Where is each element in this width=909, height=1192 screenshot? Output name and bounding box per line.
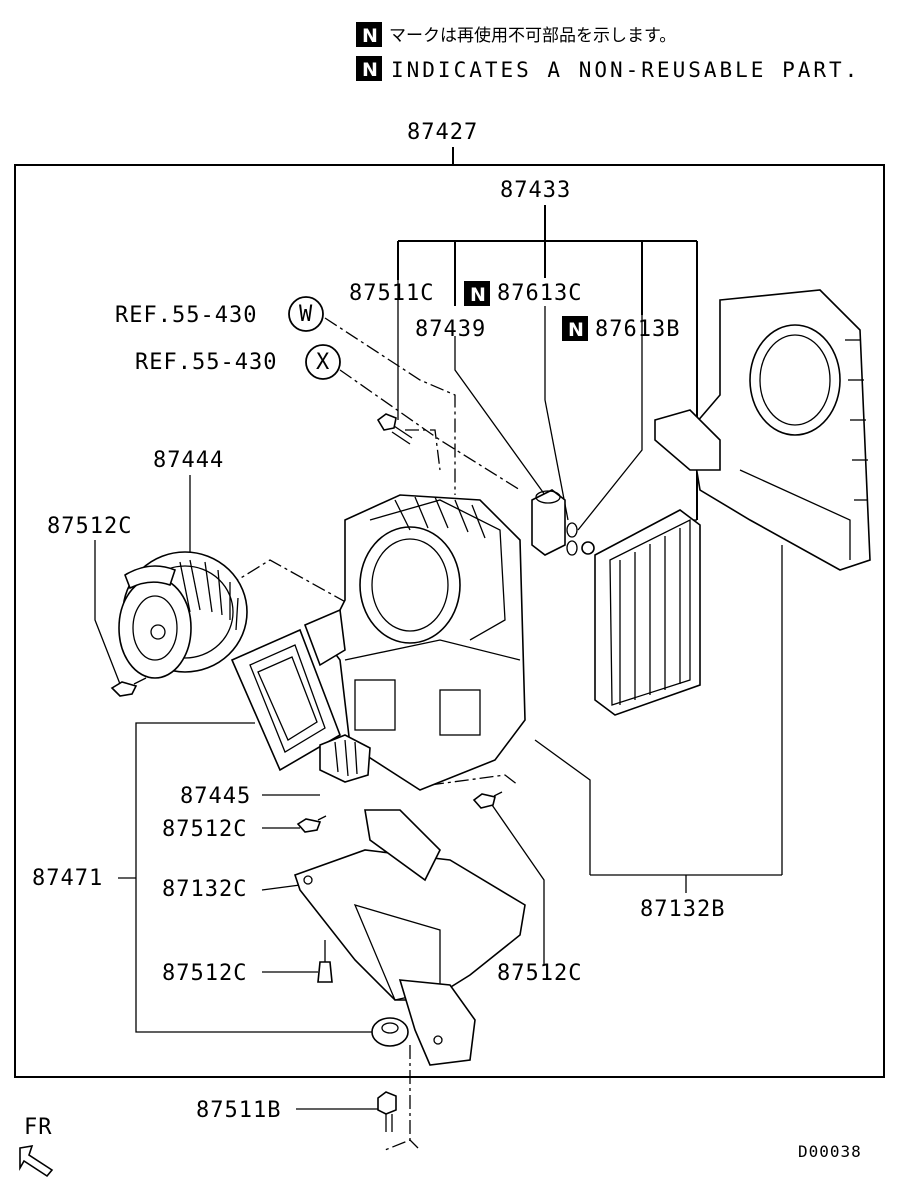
label-ref-w: REF.55-430 <box>115 303 257 328</box>
n-badge-87613c <box>464 281 490 306</box>
label-87445: 87445 <box>180 784 251 809</box>
screw-right <box>472 791 503 809</box>
label-87613c: 87613C <box>497 281 582 306</box>
label-87512c-motor: 87512C <box>47 514 132 539</box>
lower-case <box>293 809 526 1066</box>
ref-w-circle <box>288 296 324 332</box>
n-badge-87613b <box>562 316 588 341</box>
label-87439: 87439 <box>415 317 486 342</box>
o-rings <box>566 522 578 556</box>
label-87433: 87433 <box>500 178 571 203</box>
diagram-code: D00038 <box>798 1142 862 1161</box>
label-87427: 87427 <box>407 120 478 145</box>
label-87132b: 87132B <box>640 897 725 922</box>
air-filter <box>230 628 341 772</box>
evaporator <box>581 509 701 716</box>
label-87512c-resistor: 87512C <box>162 817 247 842</box>
blower-motor <box>118 551 248 679</box>
screw-motor <box>110 677 147 697</box>
assembly-frame <box>14 164 885 1078</box>
note-japanese: マークは再使用不可部品を示します。 <box>389 25 676 46</box>
n-badge-87613c-letter: N <box>470 284 486 306</box>
ref-x-circle <box>305 344 341 380</box>
ref-w-letter: W <box>299 302 313 327</box>
n-badge-jp <box>356 22 382 47</box>
upper-case <box>654 289 871 571</box>
label-87511c: 87511C <box>349 281 434 306</box>
non-reusable-note: N マークは再使用不可部品を示します。 N INDICATES A NON-RE… <box>356 22 860 82</box>
n-badge-jp-letter: N <box>362 25 378 47</box>
label-87512c-lower: 87512C <box>162 961 247 986</box>
fr-label: FR <box>24 1115 53 1140</box>
label-87132c: 87132C <box>162 877 247 902</box>
label-87511b: 87511B <box>196 1098 281 1123</box>
bolt-87511c <box>376 413 413 445</box>
label-87471: 87471 <box>32 866 103 891</box>
front-direction-indicator: FR <box>19 1115 54 1178</box>
leader-lines <box>94 280 783 1110</box>
n-badge-en <box>356 56 382 81</box>
label-87512c-right: 87512C <box>497 961 582 986</box>
resistor <box>319 734 371 783</box>
expansion-valve <box>531 489 566 556</box>
label-87613b: 87613B <box>595 317 680 342</box>
reference-dash-lines <box>204 317 521 1151</box>
grommet <box>371 1017 409 1047</box>
n-badge-87613b-letter: N <box>568 319 584 341</box>
screw-lower <box>317 940 333 983</box>
bolt-87511b <box>377 1091 397 1132</box>
blower-case <box>303 494 526 791</box>
label-ref-x: REF.55-430 <box>135 350 277 375</box>
fr-arrow-icon <box>19 1144 54 1178</box>
n-badge-en-letter: N <box>362 59 378 81</box>
ref-x-letter: X <box>316 350 330 375</box>
bracket-87433 <box>397 205 698 520</box>
note-english: INDICATES A NON-REUSABLE PART. <box>391 58 860 82</box>
label-87444: 87444 <box>153 448 224 473</box>
screw-resistor <box>296 815 327 833</box>
